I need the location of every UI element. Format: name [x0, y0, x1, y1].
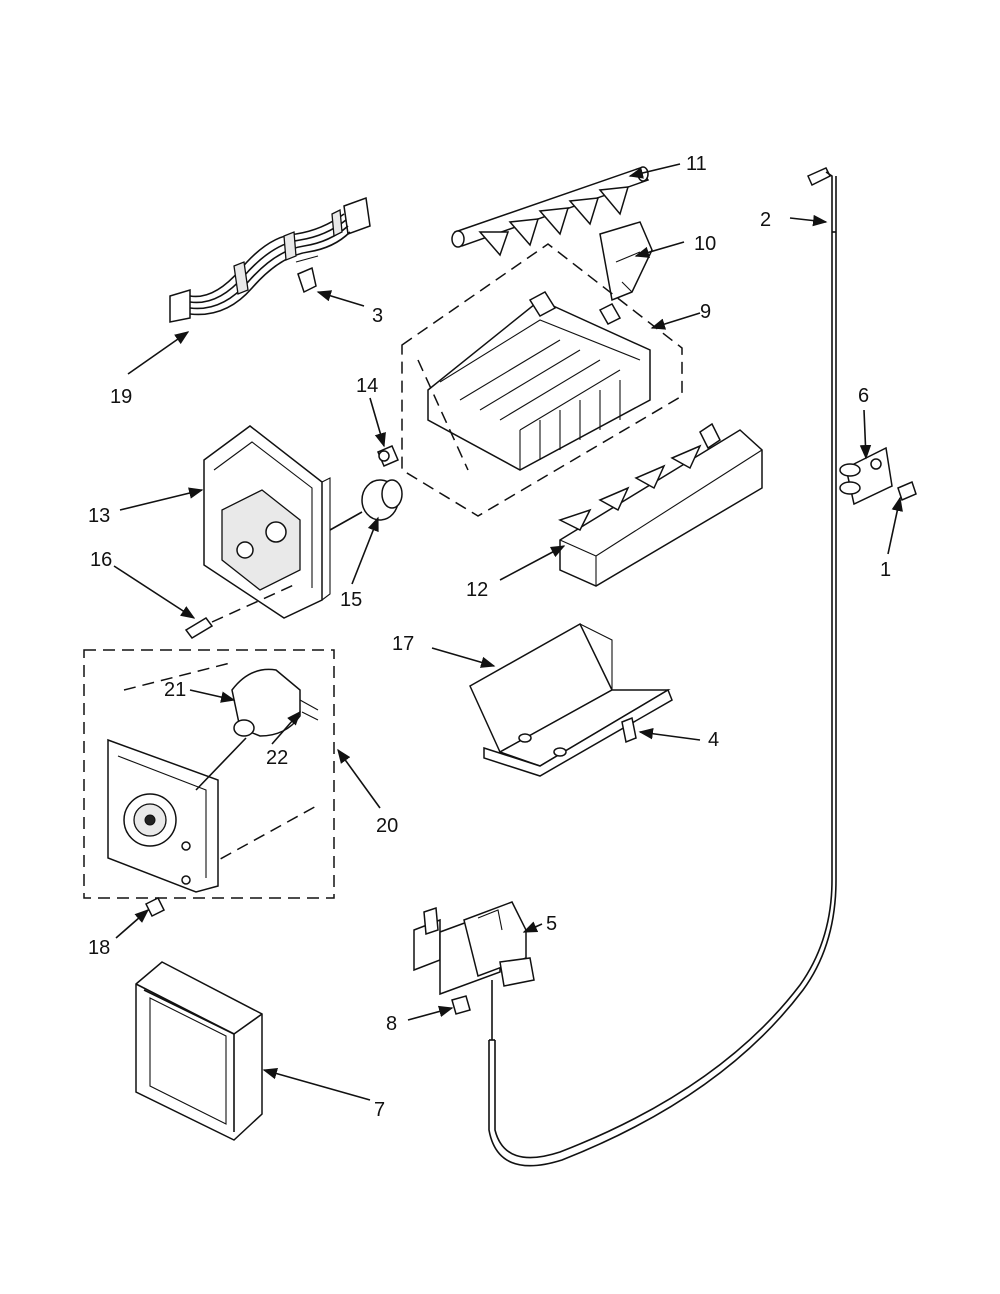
callout-2: 2 — [760, 209, 771, 231]
callout-18: 18 — [88, 937, 110, 959]
leader-21 — [189, 689, 236, 703]
leader-2 — [789, 214, 828, 227]
leader-lines — [113, 163, 903, 1101]
leader-20 — [337, 748, 381, 809]
leader-12 — [499, 545, 566, 581]
shutoff-lever — [377, 445, 399, 467]
screw-1 — [897, 480, 917, 502]
callout-10: 10 — [694, 233, 716, 255]
callout-1: 1 — [880, 559, 891, 581]
leader-22 — [271, 710, 301, 745]
callout-7: 7 — [374, 1099, 385, 1121]
leader-11 — [628, 163, 681, 179]
control-housing — [203, 425, 331, 619]
callout-19: 19 — [110, 386, 132, 408]
leader-13 — [119, 487, 204, 511]
leader-6 — [859, 409, 872, 460]
callout-11: 11 — [686, 153, 707, 175]
mold-cover — [558, 422, 763, 587]
callout-3: 3 — [372, 305, 383, 327]
leader-19 — [127, 331, 190, 375]
callout-6: 6 — [858, 385, 869, 407]
coupler — [329, 479, 403, 531]
leader-3 — [316, 290, 365, 307]
callout-13: 13 — [88, 505, 110, 527]
module-assembly — [83, 649, 335, 899]
leader-16 — [113, 565, 196, 619]
front-cover — [135, 961, 263, 1141]
bearing-bracket — [599, 221, 653, 302]
callout-9: 9 — [700, 301, 711, 323]
screw-18 — [144, 896, 166, 918]
callout-20: 20 — [376, 815, 398, 837]
callout-17: 17 — [392, 633, 414, 655]
ice-bin — [469, 622, 673, 777]
ejector-arm — [451, 166, 650, 257]
screw-16 — [184, 583, 297, 639]
water-valve — [413, 901, 535, 1040]
callout-5: 5 — [546, 913, 557, 935]
leader-1 — [887, 496, 903, 555]
leader-17 — [431, 647, 496, 668]
tube-clamp — [839, 446, 893, 506]
leader-7 — [262, 1067, 371, 1101]
leader-9 — [650, 312, 701, 330]
callout-labels: 11 2 10 9 3 19 14 6 1 13 15 16 12 17 21 … — [88, 153, 891, 1121]
callout-16: 16 — [90, 549, 112, 571]
leader-4 — [638, 728, 701, 741]
callout-8: 8 — [386, 1013, 397, 1035]
callout-15: 15 — [340, 589, 362, 611]
callout-12: 12 — [466, 579, 488, 601]
wire-harness — [169, 196, 371, 323]
ice-mold — [401, 243, 683, 517]
leader-14 — [369, 397, 386, 448]
leader-8 — [407, 1005, 454, 1021]
callout-4: 4 — [708, 729, 719, 751]
leader-15 — [351, 516, 379, 585]
screw-4 — [621, 716, 637, 744]
alignment-line-a — [417, 359, 469, 471]
callout-14: 14 — [356, 375, 378, 397]
leader-10 — [634, 241, 685, 258]
callout-21: 21 — [164, 679, 186, 701]
leader-18 — [115, 909, 150, 939]
callout-22: 22 — [266, 747, 288, 769]
screw-8 — [451, 995, 471, 1015]
wire-clip — [295, 255, 319, 294]
leader-5 — [522, 921, 543, 933]
fill-tube — [488, 167, 837, 1167]
